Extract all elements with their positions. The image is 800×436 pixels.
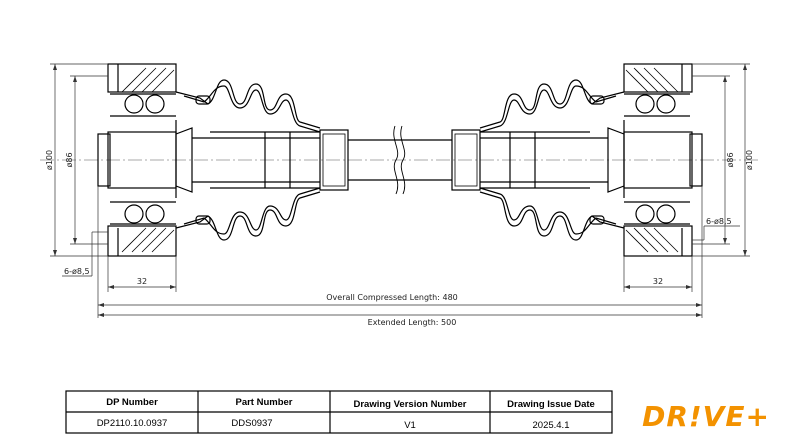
value-drawing-version: V1 [404,420,416,431]
dimension-arrows [53,64,747,317]
dimension-lines [50,63,750,318]
drive-shaft [192,125,608,195]
left-boot [175,79,321,241]
header-dp-number: DP Number [106,397,158,408]
left-outer-diameter-label: ø100 [45,150,54,170]
left-inner-diameter-label: ø86 [65,152,74,167]
left-holes-label: 6-ø8,5 [64,267,90,276]
left-cv-joint [97,63,193,257]
header-part-number: Part Number [235,397,292,408]
header-drawing-version: Drawing Version Number [354,399,467,410]
value-part-number: DDS0937 [231,418,272,429]
title-block [65,390,613,434]
compressed-length-label: Overall Compressed Length: 480 [326,293,458,302]
left-flange-width-label: 32 [137,277,147,286]
driveplus-logo: DR!VE+ [642,400,770,433]
right-inner-diameter-label: ø86 [726,152,735,167]
right-cv-joint [607,63,703,257]
value-issue-date: 2025.4.1 [533,420,570,431]
right-outer-diameter-label: ø100 [745,150,754,170]
right-holes-label: 6-ø8,5 [706,217,732,226]
right-flange-width-label: 32 [653,277,663,286]
header-issue-date: Drawing Issue Date [507,399,595,410]
extended-length-label: Extended Length: 500 [368,318,457,327]
value-dp-number: DP2110.10.0937 [97,418,168,429]
right-boot [479,79,625,241]
